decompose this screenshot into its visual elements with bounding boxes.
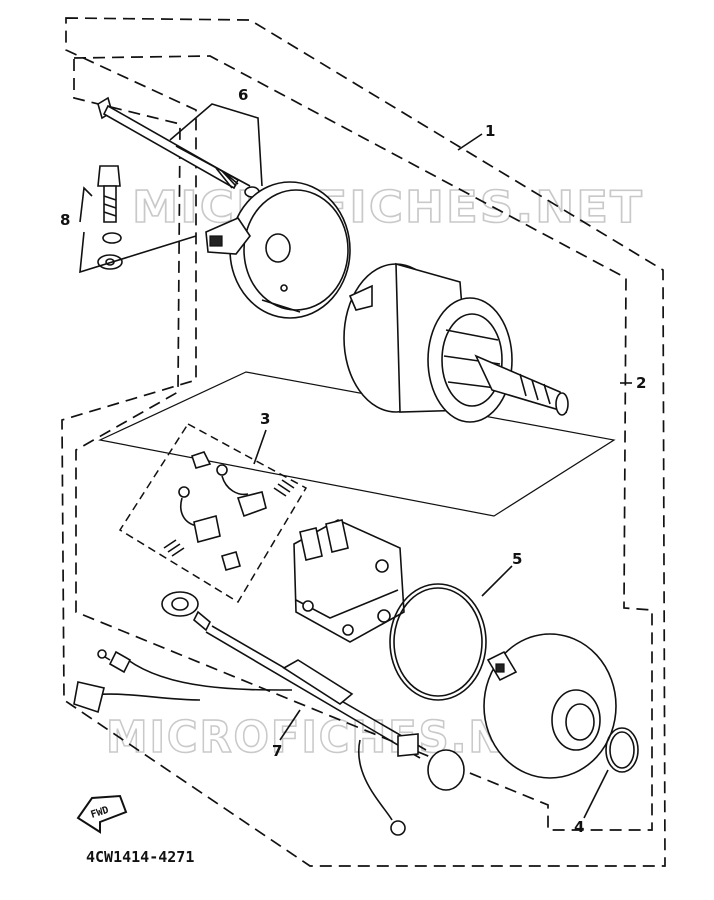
fwd-label: FWD	[90, 805, 111, 821]
lead-wire	[73, 591, 465, 836]
callout-2: 2	[636, 374, 646, 392]
leader-8	[79, 186, 197, 274]
lock-washer-8	[102, 232, 122, 244]
fwd-arrow-icon: FWD	[76, 794, 128, 834]
leader-5	[481, 565, 513, 597]
callout-7: 7	[272, 742, 282, 760]
callout-6: 6	[238, 86, 248, 104]
brush-set	[163, 451, 295, 571]
assembly-2-boundary	[73, 55, 653, 831]
o-ring-inner	[393, 587, 483, 697]
part-code: 4CW1414-4271	[86, 848, 194, 866]
callout-3: 3	[260, 410, 270, 428]
watermark-top: MICROFICHES.NET	[132, 182, 644, 233]
leader-3	[253, 429, 267, 465]
leader-1	[457, 133, 483, 151]
o-ring-5	[389, 583, 487, 701]
mounting-bolt	[97, 165, 121, 223]
o-ring-4-inner	[609, 731, 635, 769]
front-cover	[205, 181, 351, 319]
callout-5: 5	[512, 550, 522, 568]
brush-holder	[293, 519, 405, 643]
armature	[343, 262, 569, 423]
leader-7	[279, 709, 301, 741]
guide-plane	[98, 371, 616, 517]
leader-4	[583, 769, 609, 819]
leader-6	[169, 103, 263, 187]
rear-cover	[483, 633, 617, 779]
callout-4: 4	[574, 818, 584, 836]
brush-set-boundary	[118, 423, 308, 604]
callout-1: 1	[485, 122, 495, 140]
callout-8: 8	[60, 211, 70, 229]
o-ring-4	[605, 727, 639, 773]
assembly-1-boundary	[61, 17, 666, 867]
